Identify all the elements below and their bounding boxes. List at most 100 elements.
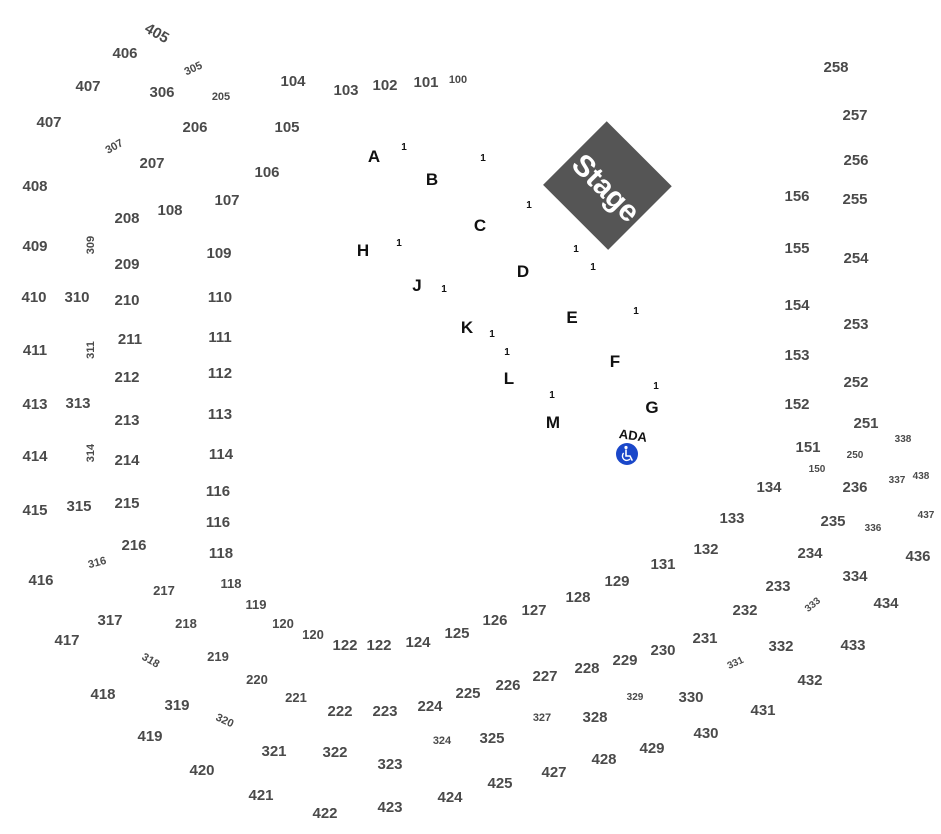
section-213[interactable]: 213 xyxy=(114,412,139,429)
floor-row-j[interactable]: J xyxy=(412,276,421,295)
section-325[interactable]: 325 xyxy=(479,730,504,747)
section-150[interactable]: 150 xyxy=(809,464,826,475)
section-209[interactable]: 209 xyxy=(114,256,139,273)
section-427[interactable]: 427 xyxy=(541,764,566,781)
section-252[interactable]: 252 xyxy=(843,374,868,391)
section-409[interactable]: 409 xyxy=(22,238,47,255)
section-233[interactable]: 233 xyxy=(765,578,790,595)
section-429[interactable]: 429 xyxy=(639,740,664,757)
section-220[interactable]: 220 xyxy=(246,672,268,687)
section-124[interactable]: 124 xyxy=(405,634,431,651)
section-221[interactable]: 221 xyxy=(285,690,307,705)
section-222[interactable]: 222 xyxy=(327,703,352,720)
section-125[interactable]: 125 xyxy=(444,625,469,642)
section-256[interactable]: 256 xyxy=(843,152,868,169)
section-438[interactable]: 438 xyxy=(913,471,930,482)
section-104[interactable]: 104 xyxy=(280,73,306,90)
section-414[interactable]: 414 xyxy=(22,448,48,465)
section-223[interactable]: 223 xyxy=(372,703,397,720)
section-423[interactable]: 423 xyxy=(377,799,402,816)
section-334[interactable]: 334 xyxy=(842,568,868,585)
section-250[interactable]: 250 xyxy=(847,450,864,461)
section-102[interactable]: 102 xyxy=(372,77,397,94)
section-118[interactable]: 118 xyxy=(221,576,242,591)
section-119[interactable]: 119 xyxy=(246,597,267,612)
section-134[interactable]: 134 xyxy=(756,479,782,496)
section-206[interactable]: 206 xyxy=(182,119,207,136)
floor-row-e[interactable]: E xyxy=(566,308,577,327)
section-114[interactable]: 114 xyxy=(209,446,234,463)
section-217[interactable]: 217 xyxy=(153,583,175,598)
section-153[interactable]: 153 xyxy=(784,347,809,364)
section-120[interactable]: 120 xyxy=(272,616,294,631)
section-331[interactable]: 331 xyxy=(726,655,746,672)
section-323[interactable]: 323 xyxy=(377,756,402,773)
section-405[interactable]: 405 xyxy=(142,20,172,47)
section-336[interactable]: 336 xyxy=(865,523,882,534)
section-314[interactable]: 314 xyxy=(85,443,97,462)
floor-row-f[interactable]: F xyxy=(610,352,620,371)
section-321[interactable]: 321 xyxy=(261,743,286,760)
section-116[interactable]: 116 xyxy=(206,514,230,531)
section-205[interactable]: 205 xyxy=(212,91,230,103)
section-337[interactable]: 337 xyxy=(889,475,906,486)
section-235[interactable]: 235 xyxy=(820,513,845,530)
seat-marker[interactable]: 1 xyxy=(590,262,596,273)
section-432[interactable]: 432 xyxy=(797,672,822,689)
floor-row-l[interactable]: L xyxy=(504,369,514,388)
section-327[interactable]: 327 xyxy=(533,712,551,724)
section-317[interactable]: 317 xyxy=(97,612,122,629)
section-229[interactable]: 229 xyxy=(612,652,637,669)
section-254[interactable]: 254 xyxy=(843,250,869,267)
section-152[interactable]: 152 xyxy=(784,396,809,413)
section-116[interactable]: 116 xyxy=(206,483,230,500)
section-422[interactable]: 422 xyxy=(312,805,337,822)
section-318[interactable]: 318 xyxy=(140,651,162,671)
section-406[interactable]: 406 xyxy=(112,45,137,62)
section-436[interactable]: 436 xyxy=(905,548,930,565)
section-309[interactable]: 309 xyxy=(85,236,97,254)
section-108[interactable]: 108 xyxy=(157,202,182,219)
section-105[interactable]: 105 xyxy=(274,119,299,136)
seat-marker[interactable]: 1 xyxy=(489,329,495,340)
section-127[interactable]: 127 xyxy=(521,602,546,619)
section-208[interactable]: 208 xyxy=(114,210,139,227)
section-210[interactable]: 210 xyxy=(114,292,139,309)
seat-marker[interactable]: 1 xyxy=(441,284,447,295)
section-236[interactable]: 236 xyxy=(842,479,867,496)
section-338[interactable]: 338 xyxy=(895,434,912,445)
section-110[interactable]: 110 xyxy=(208,289,232,306)
section-131[interactable]: 131 xyxy=(650,556,675,573)
section-407[interactable]: 407 xyxy=(36,114,61,131)
section-107[interactable]: 107 xyxy=(214,192,239,209)
section-218[interactable]: 218 xyxy=(175,616,197,631)
section-305[interactable]: 305 xyxy=(183,60,205,79)
section-324[interactable]: 324 xyxy=(433,735,452,747)
section-310[interactable]: 310 xyxy=(64,289,89,306)
section-416[interactable]: 416 xyxy=(28,572,53,589)
section-410[interactable]: 410 xyxy=(21,289,46,306)
section-133[interactable]: 133 xyxy=(719,510,744,527)
section-333[interactable]: 333 xyxy=(803,595,823,614)
section-103[interactable]: 103 xyxy=(333,82,358,99)
section-126[interactable]: 126 xyxy=(482,612,507,629)
section-407[interactable]: 407 xyxy=(75,78,100,95)
section-257[interactable]: 257 xyxy=(842,107,867,124)
section-320[interactable]: 320 xyxy=(214,712,236,731)
section-113[interactable]: 113 xyxy=(208,406,232,423)
section-428[interactable]: 428 xyxy=(591,751,616,768)
floor-row-m[interactable]: M xyxy=(546,413,560,432)
floor-row-a[interactable]: A xyxy=(368,147,380,166)
section-311[interactable]: 311 xyxy=(85,341,97,359)
floor-row-g[interactable]: G xyxy=(645,398,658,417)
section-316[interactable]: 316 xyxy=(87,555,108,571)
section-315[interactable]: 315 xyxy=(66,498,91,515)
section-434[interactable]: 434 xyxy=(873,595,899,612)
section-226[interactable]: 226 xyxy=(495,677,520,694)
section-420[interactable]: 420 xyxy=(189,762,214,779)
floor-row-k[interactable]: K xyxy=(461,318,474,337)
section-253[interactable]: 253 xyxy=(843,316,868,333)
section-111[interactable]: 111 xyxy=(208,329,231,346)
seat-marker[interactable]: 1 xyxy=(633,306,639,317)
section-313[interactable]: 313 xyxy=(65,395,90,412)
